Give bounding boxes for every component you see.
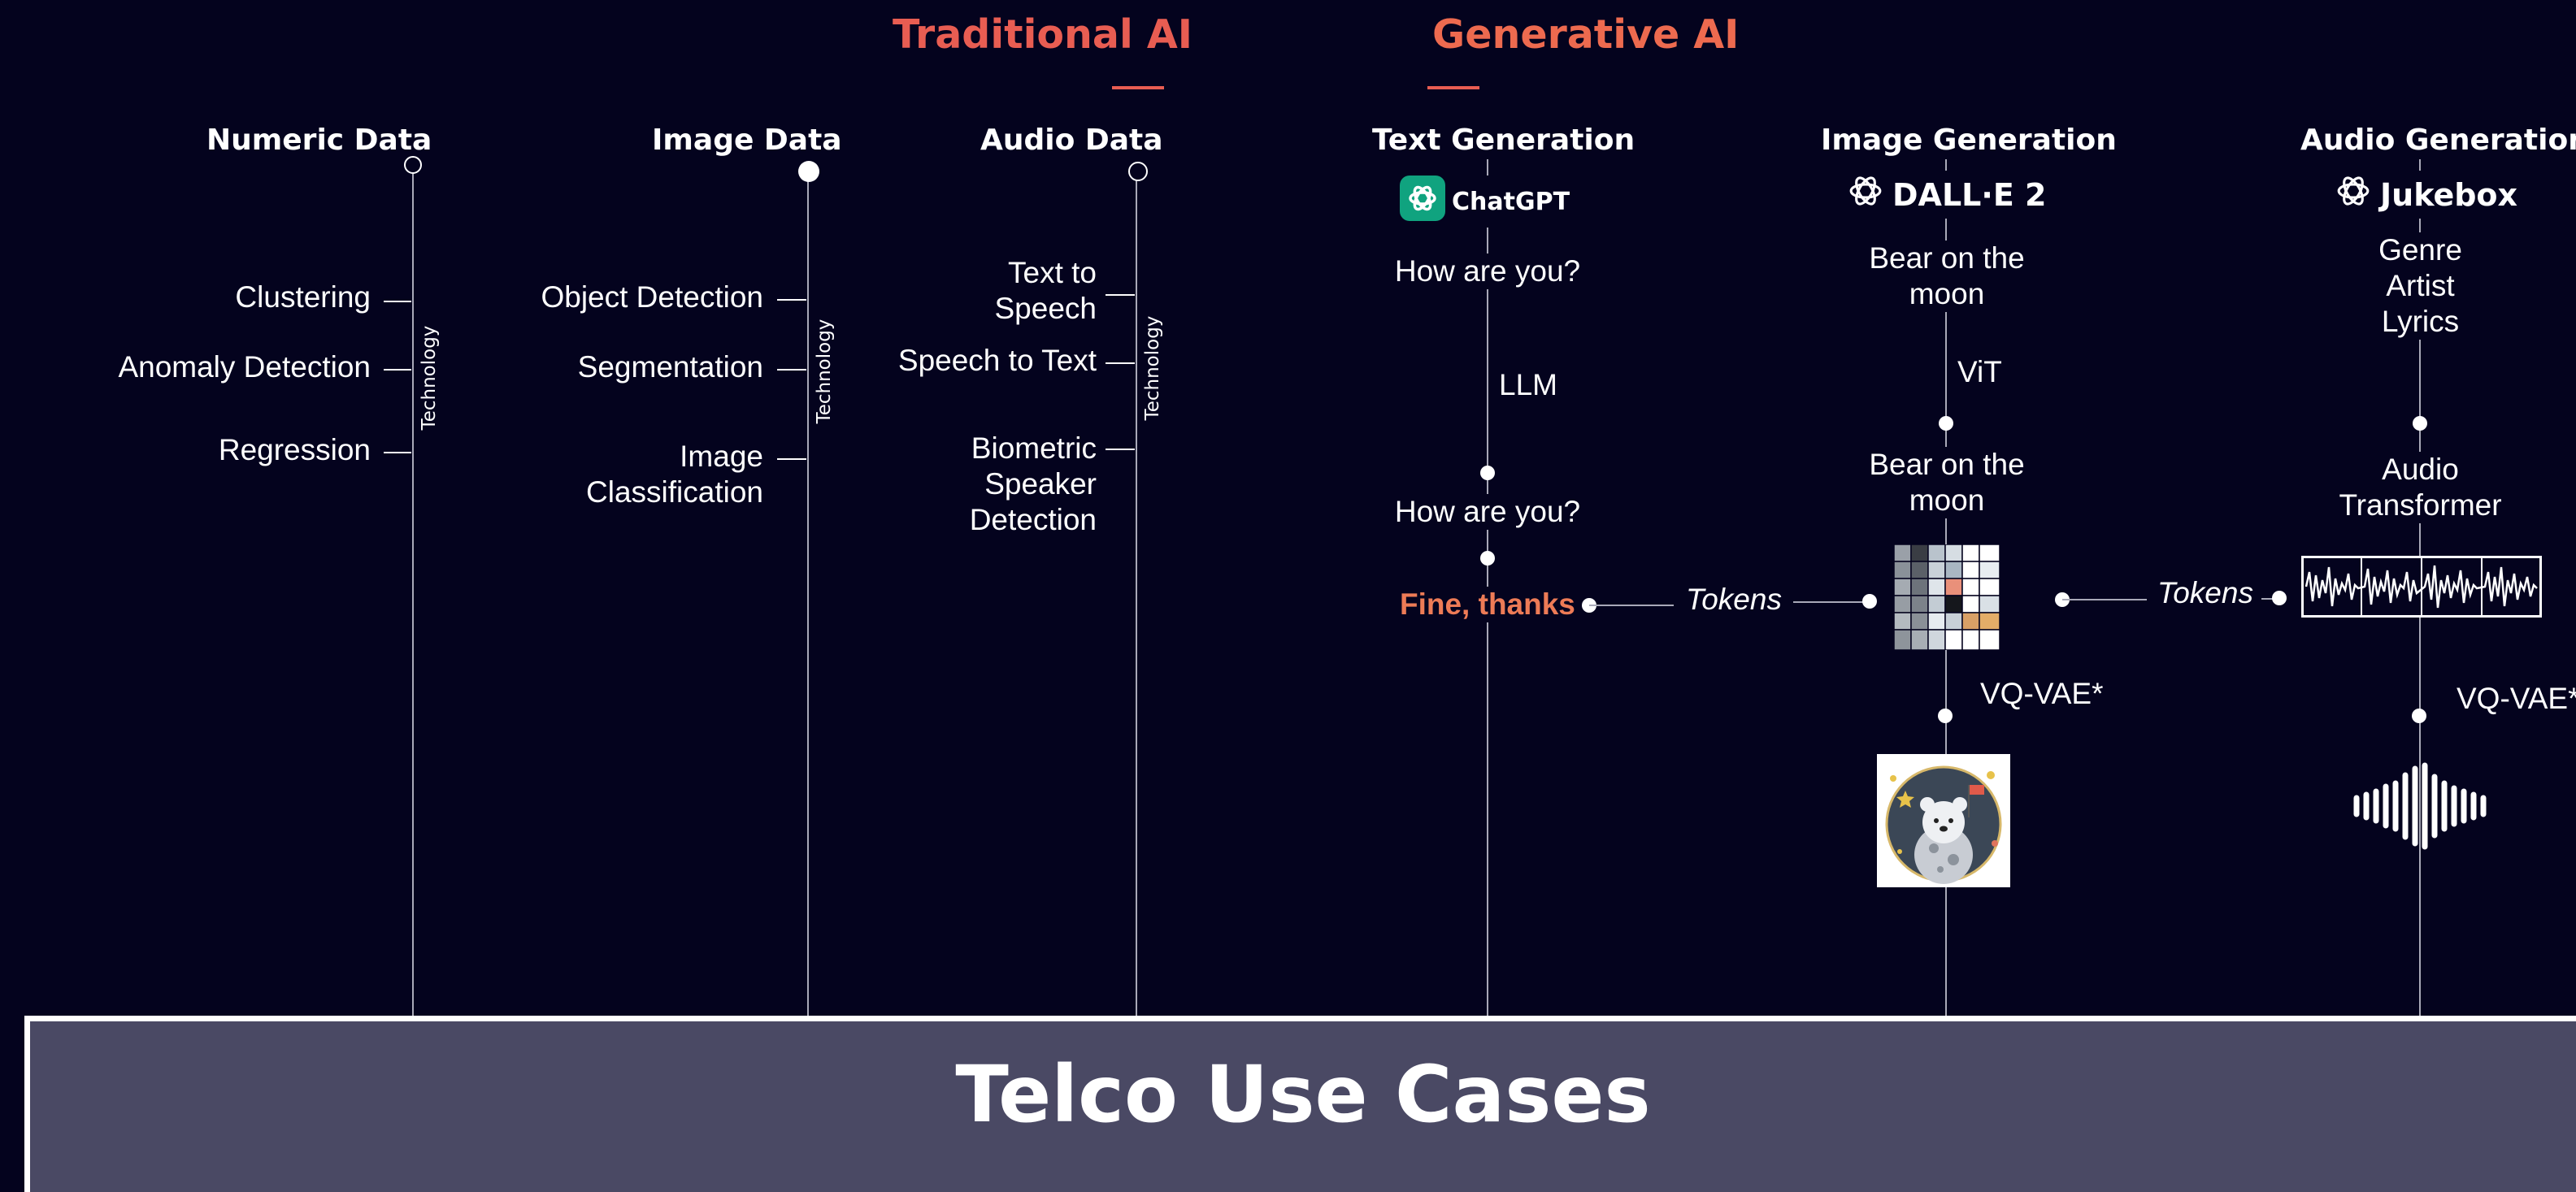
image-prompt2-label-1: Bear on the xyxy=(1829,447,2065,483)
chatgpt-label: ChatGPT xyxy=(1452,187,1570,216)
traditional-ai-title: Traditional AI xyxy=(893,11,1192,58)
image-token-input-node xyxy=(1862,594,1877,609)
openai-logo-icon xyxy=(2333,171,2374,219)
audio-tokens-line-left xyxy=(2062,599,2147,600)
text-to-speech-label-2: Speech xyxy=(994,292,1097,325)
biometric-speaker-detection-label-2: Speaker xyxy=(984,467,1097,501)
jukebox-label: Jukebox xyxy=(2380,176,2518,213)
regression-label: Regression xyxy=(218,433,371,466)
text-echo-label: How are you? xyxy=(1382,494,1593,530)
text-tokens-line-left xyxy=(1589,605,1674,606)
biometric-speaker-tick xyxy=(1106,449,1135,450)
image-technology-label: Technology xyxy=(814,319,835,424)
text-to-speech-tick xyxy=(1106,294,1135,296)
artist-label: Artist xyxy=(2341,268,2500,304)
image-data-title: Image Data xyxy=(652,124,842,157)
echo-node xyxy=(1480,551,1495,566)
generative-ai-underline xyxy=(1427,86,1479,89)
segmentation-label: Segmentation xyxy=(577,350,763,384)
numeric-data-title: Numeric Data xyxy=(206,124,432,157)
fine-thanks-label: Fine, thanks xyxy=(1400,587,1575,622)
llm-label: LLM xyxy=(1499,368,1557,401)
waveform-tokens-icon xyxy=(2301,556,2542,621)
vit-label: ViT xyxy=(1957,355,2002,388)
vit-node xyxy=(1939,416,1953,431)
dalle-label: DALL·E 2 xyxy=(1892,176,2047,213)
generative-ai-title: Generative AI xyxy=(1432,11,1740,58)
token-grid-icon xyxy=(1893,544,2000,653)
telco-banner: Telco Use Cases xyxy=(24,1016,2576,1192)
anomaly-detection-label: Anomaly Detection xyxy=(118,350,371,384)
audio-vqvae-label: VQ-VAE* xyxy=(2457,682,2576,715)
segmentation-tick xyxy=(777,369,806,371)
object-detection-tick xyxy=(777,299,806,301)
numeric-data-axis xyxy=(412,174,414,1019)
audio-transformer-label-2: Transformer xyxy=(2325,488,2516,523)
audio-tokens-label: Tokens xyxy=(2157,576,2253,609)
image-classification-tick xyxy=(777,458,806,460)
image-prompt-label-1: Bear on the xyxy=(1829,241,2065,276)
openai-logo-icon xyxy=(1845,171,1886,219)
audio-transformer-node xyxy=(2413,416,2427,431)
image-classification-label-1: Image xyxy=(680,440,763,473)
jukebox-brand: Jukebox xyxy=(2333,171,2523,219)
text-generation-title: Text Generation xyxy=(1372,124,1636,157)
banner-title: Telco Use Cases xyxy=(955,1049,1651,1140)
audio-vqvae-node xyxy=(2412,709,2426,723)
audio-tokens-line-right xyxy=(2261,598,2279,600)
llm-node xyxy=(1480,466,1495,480)
image-prompt-label-2: moon xyxy=(1829,276,2065,312)
audio-transformer-label-1: Audio xyxy=(2325,452,2516,488)
audio-data-title: Audio Data xyxy=(980,124,1163,157)
clustering-label: Clustering xyxy=(235,280,371,314)
text-tokens-line-right xyxy=(1793,601,1866,603)
dalle-brand: DALL·E 2 xyxy=(1845,171,2052,219)
image-vqvae-label: VQ-VAE* xyxy=(1980,677,2104,710)
image-generation-title: Image Generation xyxy=(1821,124,2117,157)
openai-logo-icon xyxy=(1400,176,1445,228)
numeric-technology-label: Technology xyxy=(419,325,440,431)
audio-waveform-icon xyxy=(2352,762,2491,853)
image-data-node xyxy=(798,161,819,182)
traditional-ai-underline xyxy=(1112,86,1164,89)
text-input-label: How are you? xyxy=(1382,254,1593,289)
audio-generation-title: Audio Generation xyxy=(2300,124,2576,157)
bear-on-moon-image xyxy=(1877,754,2010,891)
speech-to-text-tick xyxy=(1106,362,1135,364)
text-tokens-label: Tokens xyxy=(1686,583,1782,616)
regression-tick xyxy=(384,452,411,453)
anomaly-detection-tick xyxy=(384,369,411,371)
audio-technology-label: Technology xyxy=(1142,315,1163,421)
image-vqvae-node xyxy=(1938,709,1953,723)
image-prompt2-label-2: moon xyxy=(1829,483,2065,518)
biometric-speaker-detection-label-1: Biometric xyxy=(971,431,1097,465)
image-data-axis xyxy=(807,172,809,1019)
image-classification-label-2: Classification xyxy=(586,475,763,509)
audio-tokens-right-node xyxy=(2272,591,2287,605)
chatgpt-brand: ChatGPT xyxy=(1400,176,1575,228)
speech-to-text-label: Speech to Text xyxy=(897,344,1097,377)
biometric-speaker-detection-label-3: Detection xyxy=(969,503,1097,536)
audio-data-node xyxy=(1128,162,1148,181)
genre-label: Genre xyxy=(2341,232,2500,268)
clustering-tick xyxy=(384,301,411,302)
object-detection-label: Object Detection xyxy=(541,280,763,314)
audio-data-axis xyxy=(1136,179,1137,1019)
text-to-speech-label-1: Text to xyxy=(1008,256,1097,289)
lyrics-label: Lyrics xyxy=(2341,304,2500,340)
numeric-data-node xyxy=(404,156,422,174)
